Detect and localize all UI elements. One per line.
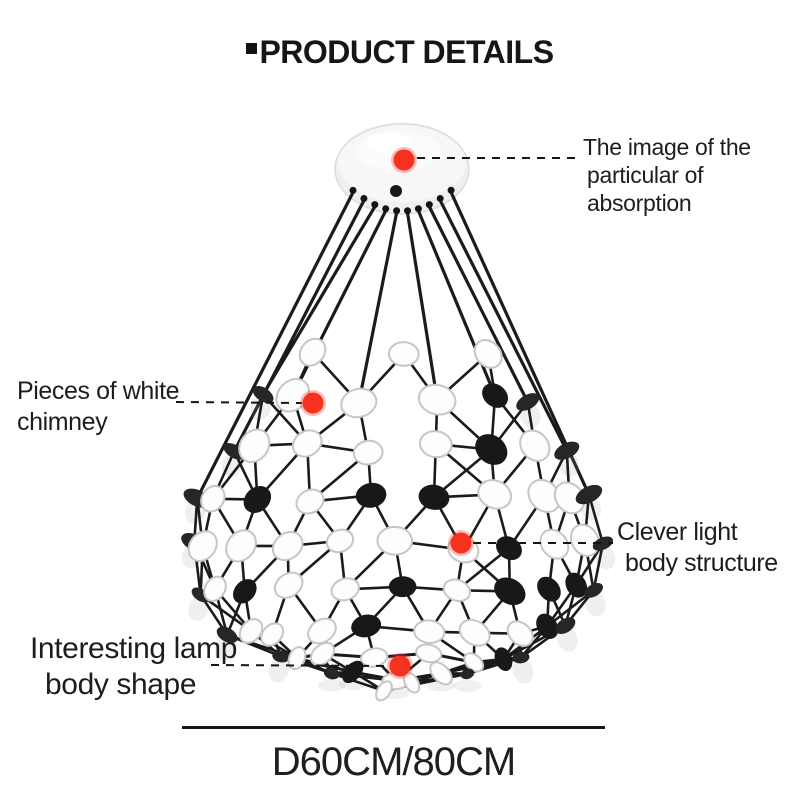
page-header: PRODUCT DETAILS	[0, 36, 800, 68]
callout-marker-absorption	[393, 149, 415, 171]
page-title: PRODUCT DETAILS	[259, 34, 554, 70]
mesh-discs	[181, 337, 614, 702]
callout-chimney: Pieces of white chimney	[17, 377, 180, 436]
callout-dashed-lines	[175, 157, 613, 667]
callout-absorption: The image of the particular of absorptio…	[583, 134, 751, 216]
callout-marker-structure	[450, 532, 472, 554]
dimension-line	[182, 726, 605, 729]
square-bullet-icon	[246, 43, 258, 54]
callout-line-chimney	[175, 401, 303, 404]
canopy-center-dot	[390, 185, 402, 197]
callout-marker-chimney	[302, 392, 324, 414]
callout-marker-shape	[389, 655, 411, 677]
callout-structure: Clever light body structure	[617, 518, 778, 577]
callout-shape: Interesting lamp body shape	[30, 632, 238, 701]
dimension-label: D60CM/80CM	[271, 740, 516, 784]
suspension-cables	[195, 186, 591, 500]
callout-markers	[300, 147, 474, 679]
